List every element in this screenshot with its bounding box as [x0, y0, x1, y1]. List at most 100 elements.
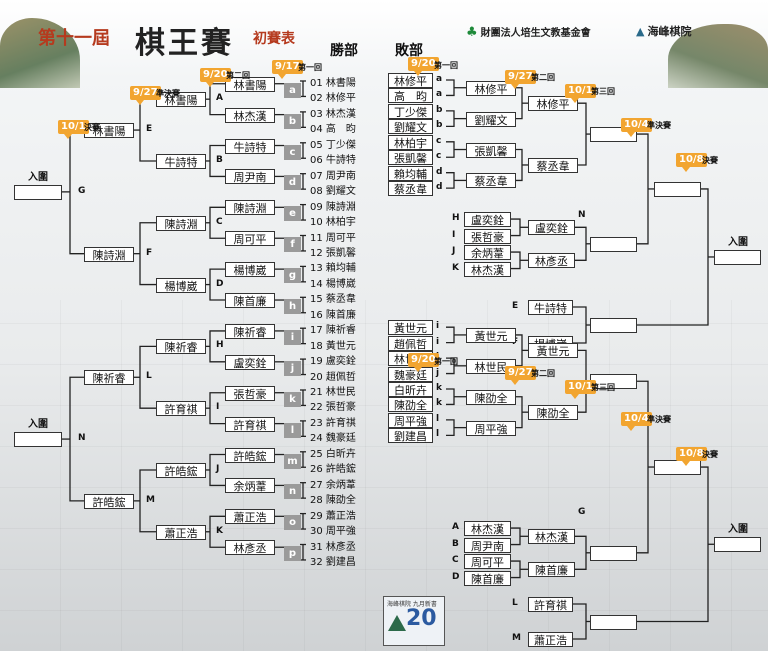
win-r2-box: 楊博崴 [156, 277, 206, 293]
win-r1-box: 牛詩特 [225, 138, 275, 154]
match-letter: l [436, 413, 440, 424]
match-letter: c [436, 151, 442, 162]
bracket-letter: J [216, 463, 220, 474]
seed-number: 18 [310, 340, 326, 352]
bracket-line [516, 148, 523, 182]
match-letter: h [284, 299, 301, 315]
lose-r1-box: 劉耀文 [388, 119, 433, 135]
advance-label: 入圍 [728, 236, 748, 248]
seed-number: 25 [310, 448, 326, 460]
mountain-painting-right [668, 24, 768, 88]
bracket-letter: F [146, 247, 153, 258]
win-r1-box: 林杰漢 [225, 107, 275, 123]
lose-add-win-box: 林彥丞 [528, 253, 575, 269]
match-letter: a [436, 89, 443, 100]
lose-r2-box: 黃世元 [466, 327, 516, 343]
bracket-line [573, 306, 587, 344]
match-letter: l [284, 422, 301, 438]
round-date-badge: 10/4 [621, 118, 652, 137]
losers-bracket-heading: 敗部 [395, 43, 423, 59]
match-letter: c [436, 135, 442, 146]
winners-bracket-heading: 勝部 [330, 43, 358, 59]
player-name: 陳首廉 [325, 309, 356, 321]
match-letter: p [284, 546, 301, 562]
round-tag: 第一回 [298, 63, 322, 72]
match-letter: l [436, 429, 440, 440]
player-seed: 25 白昕卉 [310, 445, 390, 460]
win-r1-box: 陳詩淵 [225, 200, 275, 216]
match-letter: k [436, 383, 442, 393]
bracket-letter: D [452, 571, 460, 582]
win-r3-box: 陳詩淵 [84, 246, 134, 262]
win-r1-box: 楊博崴 [225, 262, 275, 278]
lose-r1-box: 周平強 [388, 412, 433, 428]
lose-r1-box: 蔡丞韋 [388, 181, 433, 197]
bracket-line [516, 87, 523, 120]
seed-number: 06 [310, 155, 326, 167]
player-seed: 18 黃世元 [310, 337, 390, 352]
bracket-letter: K [452, 262, 459, 273]
round-tag: 準決賽 [647, 121, 671, 130]
player-seed: 29 蕭正浩 [310, 507, 390, 522]
seed-number: 08 [310, 186, 326, 198]
win-r1-box: 周可平 [225, 231, 275, 247]
seed-number: 24 [310, 433, 326, 445]
match-letter: k [284, 391, 301, 407]
seed-number: 30 [310, 526, 326, 538]
match-letter: j [284, 360, 301, 376]
lose-r2-box: 陳劭全 [466, 389, 516, 405]
player-name: 余炳葦 [325, 479, 356, 491]
bracket-letter: M [146, 494, 155, 505]
round-tag: 準決賽 [156, 89, 180, 98]
player-seed: 01 林書陽 [310, 74, 390, 89]
round-date-badge: 10/8 [676, 447, 707, 466]
player-seed: 06 牛詩特 [310, 151, 390, 166]
bracket-line [511, 527, 521, 546]
go-academy-logo: ▲海峰棋院 [636, 25, 692, 38]
win-r1-box: 陳首廉 [225, 293, 275, 309]
player-name: 張哲豪 [325, 402, 356, 414]
round-date-badge: 10/1 [565, 84, 596, 103]
win-r1-box: 林書陽 [225, 76, 275, 92]
win-r2-box: 牛詩特 [156, 153, 206, 169]
lose-add-win-box: 陳首廉 [528, 562, 575, 578]
player-seed: 11 周可平 [310, 229, 390, 244]
win-r3-box: 許皓鋐 [84, 493, 134, 509]
seed-number: 20 [310, 371, 326, 383]
player-name: 丁少傑 [325, 139, 356, 151]
player-seed: 05 丁少傑 [310, 136, 390, 151]
lose-r2-box: 張凱馨 [466, 142, 516, 158]
win-r3-box: 陳祈睿 [84, 370, 134, 386]
match-letter: b [436, 104, 443, 115]
bracket-letter: N [78, 433, 86, 444]
lose-r1-box: 劉建昌 [388, 428, 433, 444]
match-letter: d [436, 166, 443, 177]
lose-r1-box: 高 昀 [388, 88, 433, 104]
lose-r1-box: 張凱馨 [388, 150, 433, 166]
advance-label: 入圍 [28, 419, 48, 431]
bracket-letter: B [452, 538, 459, 549]
player-seed: 14 楊博崴 [310, 275, 390, 290]
seed-number: 23 [310, 417, 326, 429]
player-name: 陳詩淵 [325, 201, 356, 213]
player-seed: 23 許育祺 [310, 414, 390, 429]
player-name: 林修平 [325, 93, 356, 105]
bracket-line [446, 110, 455, 127]
bracket-letter: G [78, 185, 86, 196]
lose-final-box [714, 537, 761, 553]
round-date-badge: 9/27 [505, 366, 536, 385]
win-r1-box: 許育祺 [225, 416, 275, 432]
player-name: 蔡丞韋 [325, 294, 356, 306]
round-tag: 決賽 [702, 156, 718, 165]
lose-r1-box: 魏豪廷 [388, 366, 433, 382]
bracket-letter: I [452, 229, 456, 240]
round-date-badge: 9/27 [505, 70, 536, 89]
bracket-letter: L [512, 598, 518, 608]
mountain-icon: ▲ [636, 25, 645, 38]
lose-r4-box [590, 545, 637, 561]
bracket-line [446, 388, 455, 406]
win-final-box [14, 184, 62, 200]
lose-r1-box: 趙佩哲 [388, 335, 433, 351]
round-tag: 第三回 [591, 383, 615, 392]
bracket-line [573, 603, 587, 640]
